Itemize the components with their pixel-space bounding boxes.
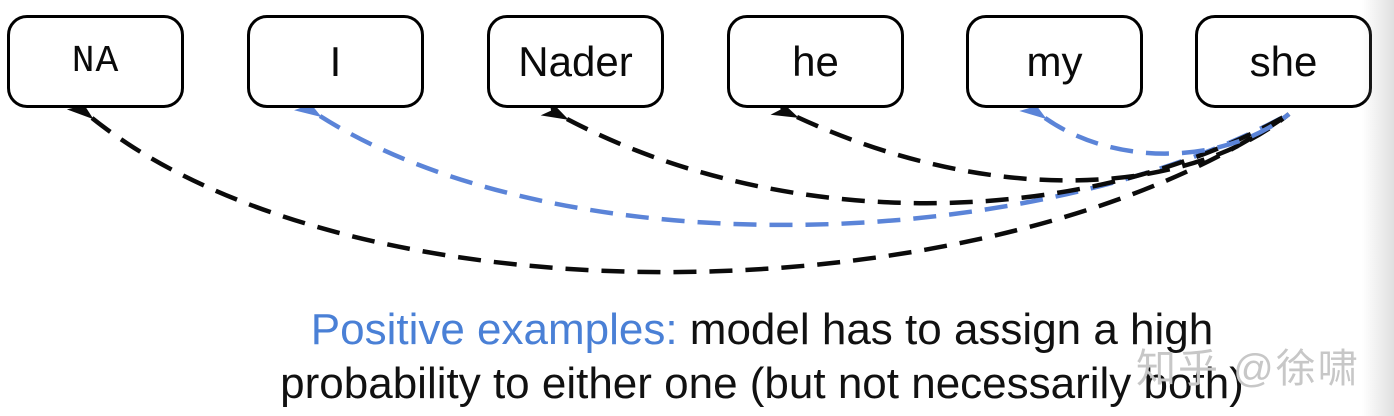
- token-box-he: he: [727, 15, 904, 108]
- caption-line-1: Positive examples: model has to assign a…: [130, 303, 1394, 357]
- token-label-my: my: [1026, 37, 1083, 85]
- token-label-he: he: [792, 37, 839, 85]
- caption-line-2: probability to either one (but not neces…: [280, 359, 1244, 408]
- token-label-she: she: [1249, 37, 1318, 85]
- token-box-nader: Nader: [487, 15, 664, 108]
- token-label-nader: Nader: [518, 37, 633, 85]
- zhihu-watermark: 知乎 @徐啸: [1136, 347, 1360, 391]
- arrow-she-to-i: [294, 95, 1291, 228]
- token-box-na: NA: [7, 15, 184, 108]
- token-box-my: my: [966, 15, 1143, 108]
- caption-line-1-rest: model has to assign a high: [677, 305, 1214, 354]
- arrow-she-to-he: [770, 98, 1291, 183]
- token-label-na: NA: [71, 40, 120, 83]
- arrow-she-to-nader: [540, 99, 1291, 206]
- token-label-i: I: [329, 37, 342, 85]
- token-box-she: she: [1195, 15, 1372, 108]
- arrow-she-to-na: [66, 95, 1291, 275]
- arrow-she-to-my: [1019, 96, 1291, 156]
- token-box-i: I: [247, 15, 424, 108]
- caption: Positive examples: model has to assign a…: [130, 303, 1394, 411]
- caption-highlight: Positive examples:: [310, 305, 678, 354]
